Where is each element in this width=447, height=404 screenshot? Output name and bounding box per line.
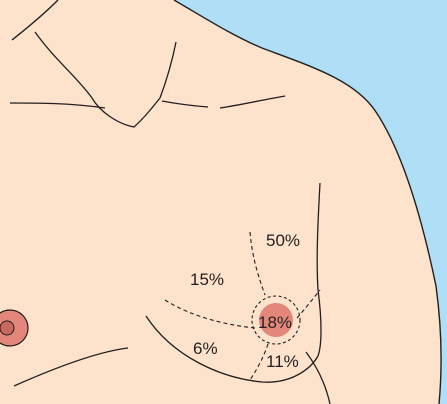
label-central: 18% bbox=[258, 313, 292, 332]
label-upper-inner: 15% bbox=[190, 270, 224, 289]
label-upper-outer: 50% bbox=[266, 231, 300, 250]
label-lower-outer: 11% bbox=[266, 352, 299, 371]
left-nipple bbox=[0, 321, 14, 335]
label-lower-inner: 6% bbox=[193, 339, 218, 358]
